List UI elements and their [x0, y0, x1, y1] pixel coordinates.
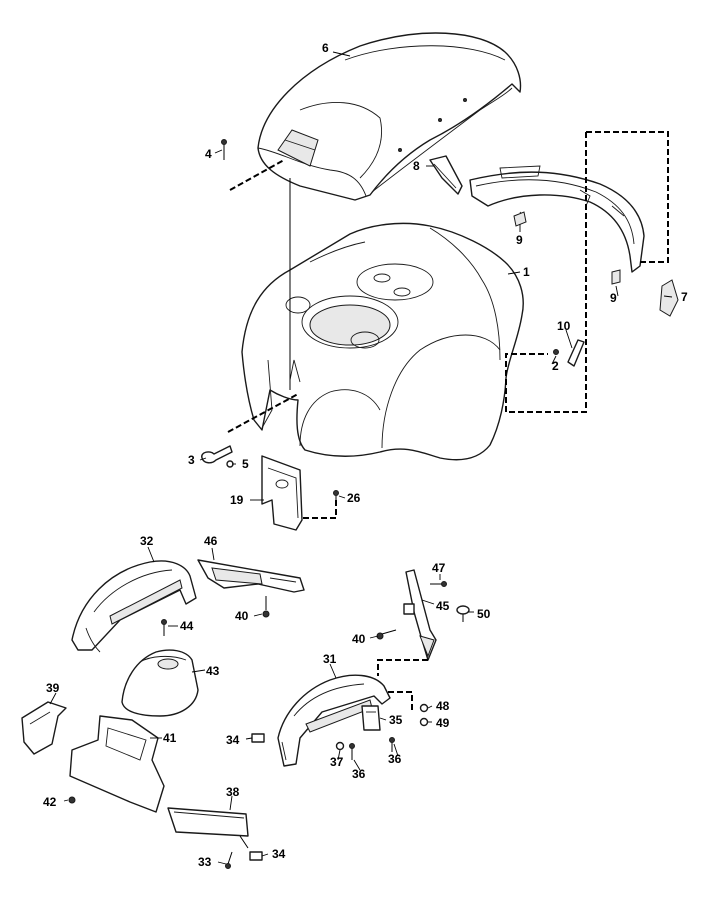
part-32-fender[interactable] [71, 560, 197, 653]
callout-10: 10 [557, 319, 571, 333]
part-36-screw-left[interactable] [349, 743, 355, 761]
leader-38-clip [239, 835, 249, 849]
dashed-assembly-line-right [505, 131, 669, 413]
part-6-hood-cover[interactable] [257, 32, 522, 201]
callout-48: 48 [436, 699, 450, 713]
callout-34-mid: 34 [226, 733, 240, 747]
callout-32: 32 [140, 534, 154, 548]
callout-36-right: 36 [388, 752, 402, 766]
callout-9-upper: 9 [516, 233, 523, 247]
part-43-tank-cover[interactable] [121, 649, 199, 717]
part-19-cover[interactable] [261, 455, 303, 531]
part-31-fender[interactable] [277, 674, 391, 767]
callout-49: 49 [436, 716, 450, 730]
part-37-washer[interactable] [335, 741, 345, 751]
part-1-body-shell[interactable] [241, 222, 524, 461]
callout-33: 33 [198, 855, 212, 869]
part-38-plate[interactable] [167, 807, 249, 837]
callout-44: 44 [180, 619, 194, 633]
part-7-corner-trim[interactable] [659, 279, 679, 317]
callout-43: 43 [206, 664, 220, 678]
part-35-bracket[interactable] [361, 705, 381, 731]
callout-36-left: 36 [352, 767, 366, 781]
callout-40-right: 40 [352, 632, 366, 646]
dashed-link-4 [229, 159, 285, 191]
callout-37: 37 [330, 755, 344, 769]
part-42-screw[interactable] [68, 796, 76, 804]
dashed-link-45 [377, 659, 428, 712]
leader-lines [49, 51, 673, 865]
part-41-panel[interactable] [69, 715, 165, 813]
part-3-hook[interactable] [201, 445, 233, 464]
callout-31: 31 [323, 652, 337, 666]
callout-4: 4 [205, 147, 212, 161]
part-26-screw[interactable] [333, 490, 339, 505]
part-2-bolt[interactable] [553, 349, 559, 355]
part-9-clip-lower[interactable] [611, 269, 621, 285]
part-8-bracket[interactable] [429, 155, 463, 195]
part-40-screw-right[interactable] [376, 629, 397, 640]
part-34-clip-mid[interactable] [251, 733, 265, 743]
callout-1: 1 [523, 265, 530, 279]
dashed-link-3 [227, 393, 299, 433]
callout-5: 5 [242, 457, 249, 471]
part-10-decal[interactable] [567, 339, 585, 367]
callout-26: 26 [347, 491, 361, 505]
callout-39: 39 [46, 681, 60, 695]
part-39-bracket[interactable] [21, 701, 67, 755]
part-44-screw[interactable] [161, 619, 167, 637]
callout-labels: 6 4 8 9 1 9 7 10 2 3 5 19 26 32 46 40 44… [43, 41, 688, 869]
part-47-screw[interactable] [430, 581, 447, 587]
part-4-bolt[interactable] [221, 139, 227, 161]
callout-46: 46 [204, 534, 218, 548]
callout-3: 3 [188, 453, 195, 467]
callout-42: 42 [43, 795, 57, 809]
part-45-rod[interactable] [403, 569, 437, 661]
callout-45: 45 [436, 599, 450, 613]
callout-38: 38 [226, 785, 240, 799]
part-34-clip-lower[interactable] [249, 851, 263, 861]
callout-47: 47 [432, 561, 446, 575]
callout-19: 19 [230, 493, 244, 507]
callout-8: 8 [413, 159, 420, 173]
dashed-link-26 [300, 500, 337, 519]
callout-34-lower: 34 [272, 847, 286, 861]
callout-50: 50 [477, 607, 491, 621]
callout-40-left: 40 [235, 609, 249, 623]
callout-2: 2 [552, 359, 559, 373]
callout-6: 6 [322, 41, 329, 55]
part-50-knob[interactable] [456, 605, 470, 622]
callout-9-lower: 9 [610, 291, 617, 305]
callout-7: 7 [681, 290, 688, 304]
part-33-screw[interactable] [225, 851, 233, 869]
part-9-clip-upper[interactable] [513, 211, 527, 227]
part-36-screw-right[interactable] [389, 737, 395, 753]
callout-41: 41 [163, 731, 177, 745]
part-49-washer[interactable] [419, 717, 429, 727]
callout-35: 35 [389, 713, 403, 727]
part-46-rail[interactable] [197, 559, 305, 593]
part-48-washer[interactable] [419, 703, 429, 713]
part-40-screw-left[interactable] [262, 596, 270, 618]
